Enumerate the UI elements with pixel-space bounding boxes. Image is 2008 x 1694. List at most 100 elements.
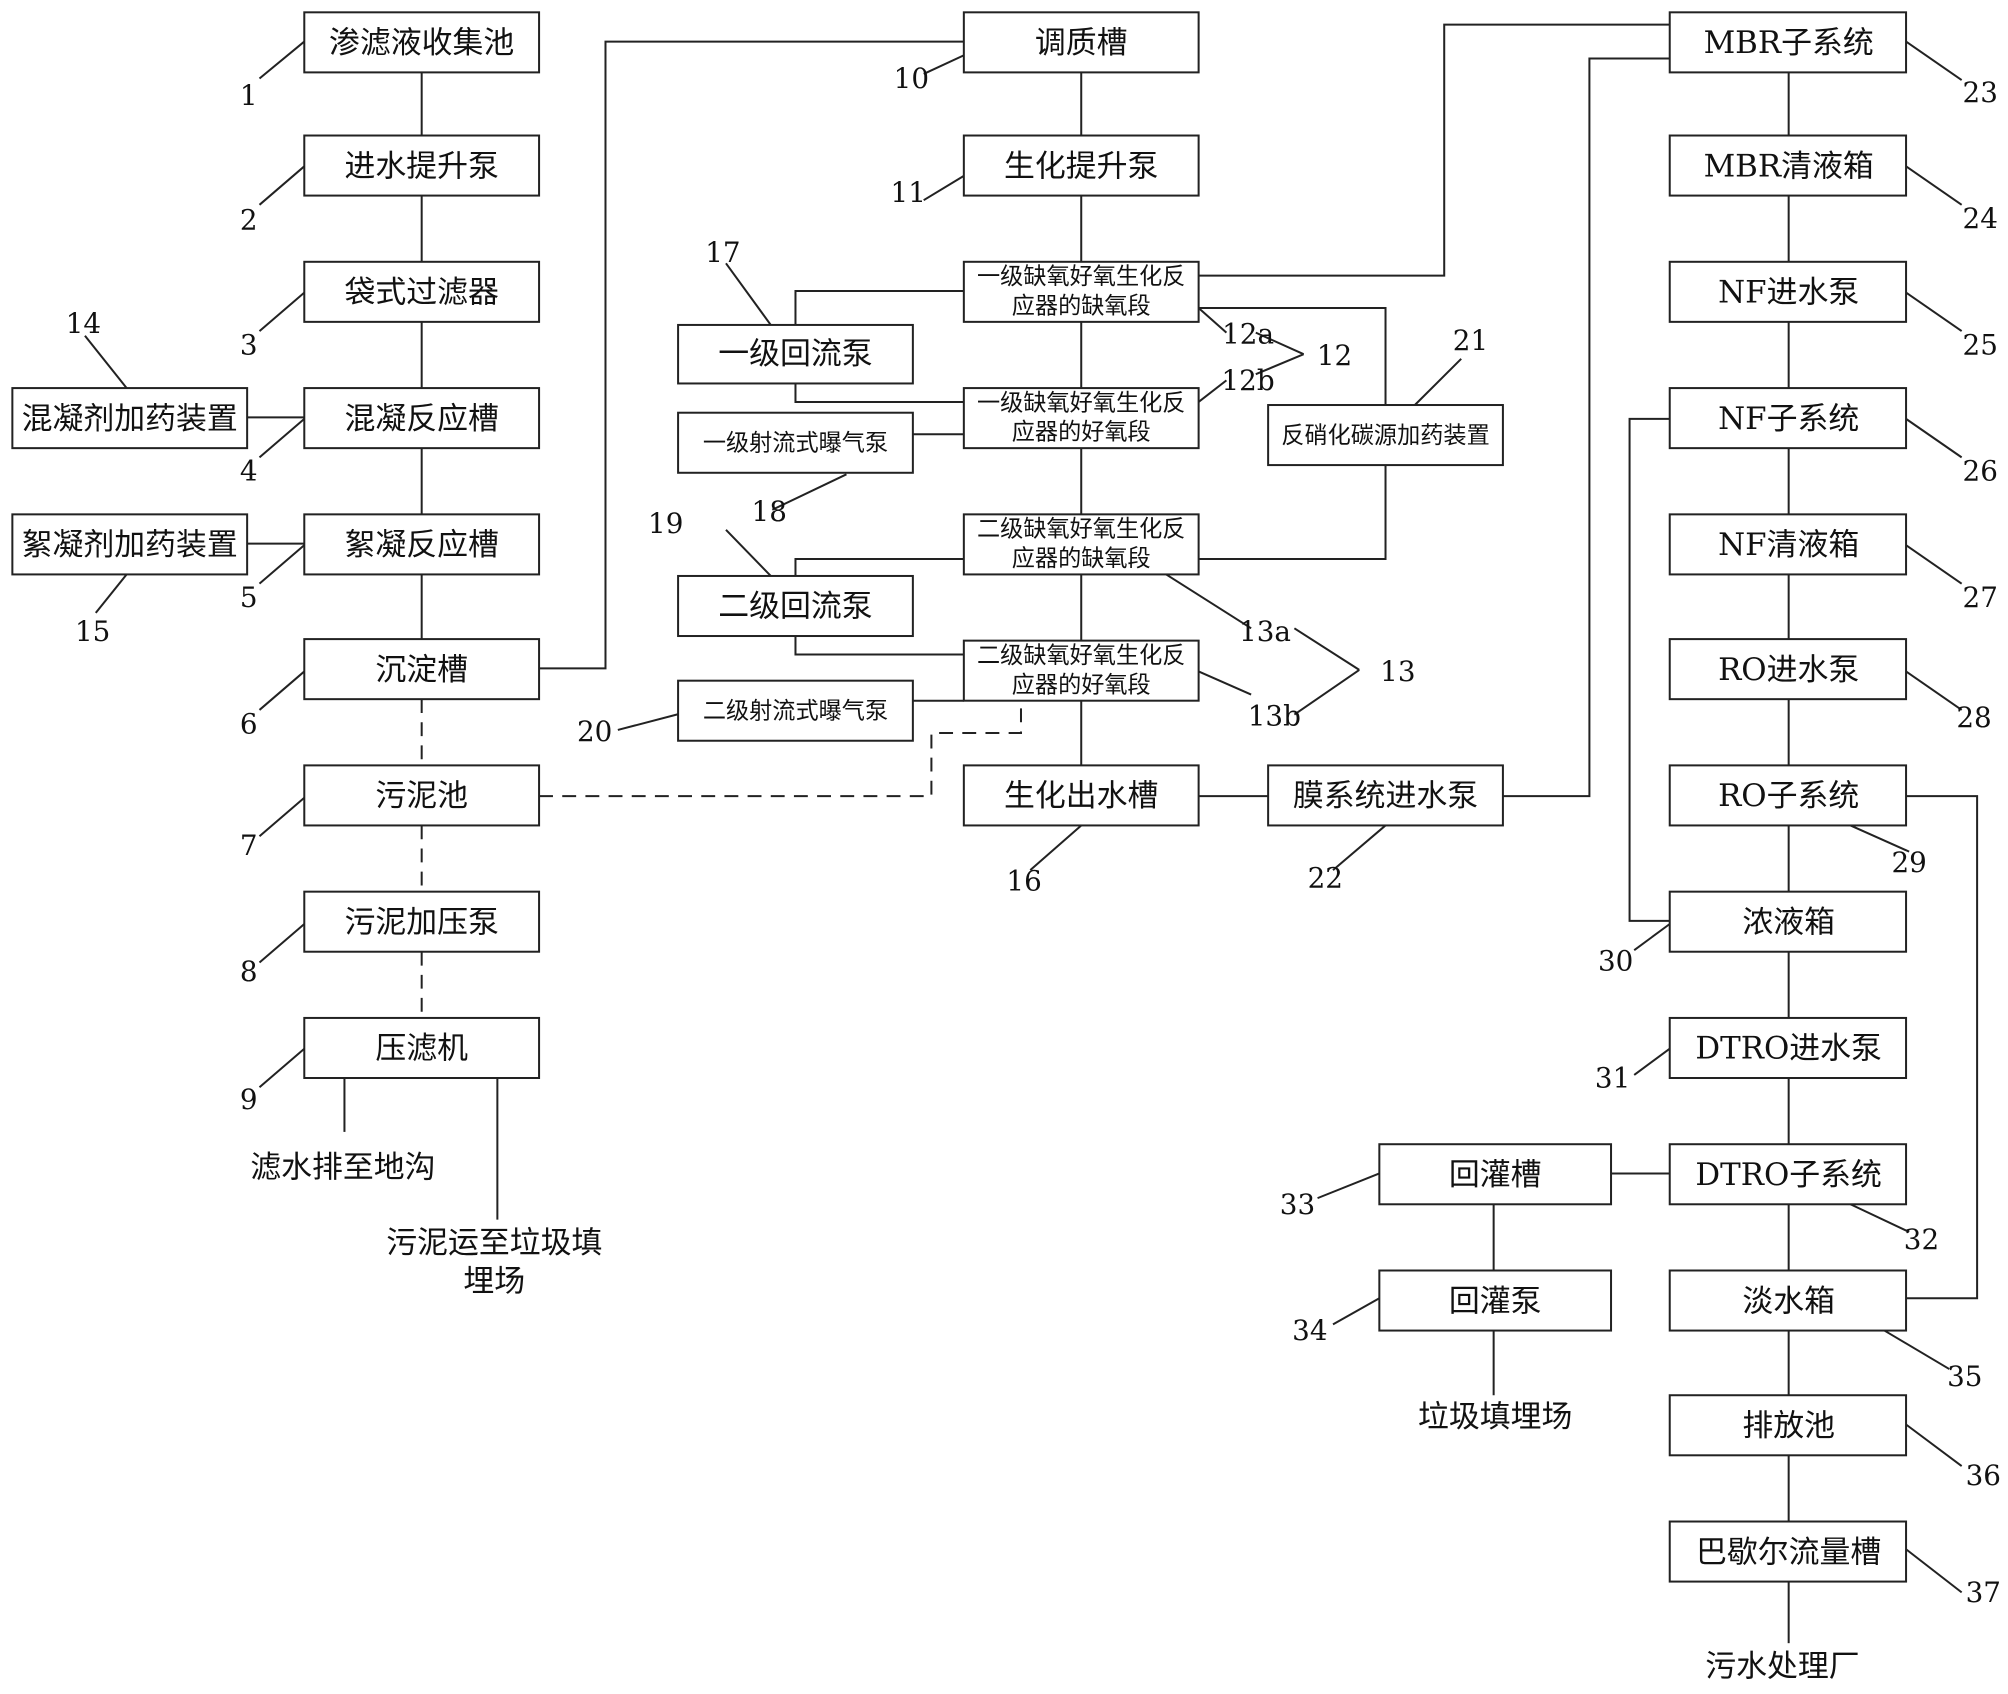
box-coagulation-tank: 混凝反应槽 bbox=[303, 387, 541, 450]
ref-30: 30 bbox=[1598, 944, 1633, 977]
label: 二级射流式曝气泵 bbox=[703, 698, 888, 724]
box-stage1-return-pump: 一级回流泵 bbox=[677, 323, 914, 385]
label: 进水提升泵 bbox=[344, 148, 498, 184]
box-stage2-return-pump: 二级回流泵 bbox=[677, 574, 914, 638]
box-concentrate-tank: 浓液箱 bbox=[1668, 890, 1908, 953]
ref-13: 13 bbox=[1380, 655, 1415, 688]
label: 淡水箱 bbox=[1742, 1283, 1835, 1319]
label: 压滤机 bbox=[375, 1031, 468, 1067]
ref-5: 5 bbox=[240, 581, 258, 614]
box-conditioning-tank: 调质槽 bbox=[962, 11, 1200, 74]
box-leachate-collection-pool: 渗滤液收集池 bbox=[303, 11, 541, 74]
ref-25: 25 bbox=[1963, 328, 1998, 361]
box-coagulant-dosing-device: 混凝剂加药装置 bbox=[11, 387, 249, 450]
ref-1: 1 bbox=[240, 79, 258, 112]
label-line-1: 一级缺氧好氧生化反 bbox=[977, 390, 1185, 416]
box-stage1-anoxic-section: 一级缺氧好氧生化反 应器的缺氧段 bbox=[962, 260, 1200, 323]
box-inlet-lift-pump: 进水提升泵 bbox=[303, 134, 541, 197]
label: 沉淀槽 bbox=[375, 652, 468, 688]
ref-13b: 13b bbox=[1248, 700, 1301, 733]
box-dtro-subsystem: DTRO子系统 bbox=[1668, 1143, 1908, 1206]
ref-3: 3 bbox=[240, 328, 258, 361]
box-mbr-subsystem: MBR子系统 bbox=[1668, 11, 1908, 74]
ref-24: 24 bbox=[1963, 202, 1998, 235]
box-nf-inlet-pump: NF进水泵 bbox=[1668, 260, 1908, 323]
box-biochemical-lift-pump: 生化提升泵 bbox=[962, 134, 1200, 197]
label: DTRO子系统 bbox=[1695, 1157, 1882, 1193]
ref-12b: 12b bbox=[1221, 364, 1274, 397]
label: 膜系统进水泵 bbox=[1293, 778, 1478, 814]
ref-14: 14 bbox=[66, 307, 101, 340]
box-recharge-tank: 回灌槽 bbox=[1378, 1143, 1613, 1206]
ref-37: 37 bbox=[1966, 1576, 2001, 1609]
label-line-2: 应器的好氧段 bbox=[1012, 672, 1151, 698]
box-flocculant-dosing-device: 絮凝剂加药装置 bbox=[11, 513, 249, 576]
label-line-1: 二级缺氧好氧生化反 bbox=[977, 517, 1185, 543]
label: MBR子系统 bbox=[1704, 25, 1874, 61]
label: 生化出水槽 bbox=[1004, 778, 1158, 814]
label: 反硝化碳源加药装置 bbox=[1281, 423, 1489, 449]
box-nf-subsystem: NF子系统 bbox=[1668, 387, 1908, 450]
label: 回灌泵 bbox=[1449, 1283, 1542, 1319]
label: 排放池 bbox=[1742, 1408, 1835, 1444]
sewage-plant-label: 污水处理厂 bbox=[1705, 1648, 1859, 1684]
label: 调质槽 bbox=[1035, 25, 1128, 61]
connector-lines bbox=[247, 23, 1979, 1644]
label: 浓液箱 bbox=[1742, 904, 1835, 940]
label: 回灌槽 bbox=[1449, 1157, 1542, 1193]
box-flocculation-tank: 絮凝反应槽 bbox=[303, 513, 541, 576]
label: NF进水泵 bbox=[1718, 275, 1859, 311]
ref-12a: 12a bbox=[1222, 318, 1274, 351]
reference-numerals: 1 2 3 4 5 6 7 8 9 10 11 12a 12b 12 13a 1… bbox=[66, 62, 2001, 1609]
ref-22: 22 bbox=[1308, 861, 1343, 894]
ref-33: 33 bbox=[1280, 1188, 1315, 1221]
ref-10: 10 bbox=[894, 62, 929, 95]
label: 絮凝反应槽 bbox=[344, 527, 498, 563]
label: 生化提升泵 bbox=[1004, 148, 1158, 184]
leader-lines bbox=[84, 40, 1963, 1594]
ref-6: 6 bbox=[240, 707, 258, 740]
ref-18: 18 bbox=[752, 495, 787, 528]
ref-8: 8 bbox=[240, 955, 258, 988]
ref-23: 23 bbox=[1963, 76, 1998, 109]
label: 一级回流泵 bbox=[718, 336, 872, 372]
box-stage2-aerobic-section: 二级缺氧好氧生化反 应器的好氧段 bbox=[962, 639, 1200, 702]
label: NF子系统 bbox=[1718, 401, 1859, 437]
ref-17: 17 bbox=[705, 236, 740, 269]
ref-27: 27 bbox=[1963, 581, 1998, 614]
box-biochemical-outlet-tank: 生化出水槽 bbox=[962, 764, 1200, 827]
box-parshall-flume: 巴歇尔流量槽 bbox=[1668, 1520, 1908, 1583]
box-stage1-aerobic-section: 一级缺氧好氧生化反 应器的好氧段 bbox=[962, 387, 1200, 450]
box-discharge-pool: 排放池 bbox=[1668, 1394, 1908, 1457]
ref-26: 26 bbox=[1963, 455, 1998, 488]
ref-31: 31 bbox=[1595, 1062, 1630, 1095]
box-fresh-water-tank: 淡水箱 bbox=[1668, 1269, 1908, 1332]
label: NF清液箱 bbox=[1718, 527, 1859, 563]
box-recharge-pump: 回灌泵 bbox=[1378, 1269, 1613, 1332]
ref-36: 36 bbox=[1966, 1459, 2001, 1492]
ref-20: 20 bbox=[577, 715, 612, 748]
label: MBR清液箱 bbox=[1704, 148, 1874, 184]
ref-12: 12 bbox=[1317, 339, 1352, 372]
box-ro-subsystem: RO子系统 bbox=[1668, 764, 1908, 827]
box-membrane-inlet-pump: 膜系统进水泵 bbox=[1267, 764, 1504, 827]
label-line-2: 应器的好氧段 bbox=[1012, 420, 1151, 446]
ref-21: 21 bbox=[1453, 324, 1488, 357]
ref-19: 19 bbox=[648, 507, 683, 540]
box-ro-inlet-pump: RO进水泵 bbox=[1668, 638, 1908, 701]
label: RO进水泵 bbox=[1718, 652, 1859, 688]
box-filter-press: 压滤机 bbox=[303, 1016, 541, 1080]
label: 污泥池 bbox=[375, 778, 468, 814]
ref-34: 34 bbox=[1292, 1314, 1327, 1347]
ref-29: 29 bbox=[1891, 846, 1926, 879]
box-stage2-jet-aeration-pump: 二级射流式曝气泵 bbox=[677, 679, 914, 742]
box-denitrification-carbon-dosing-device: 反硝化碳源加药装置 bbox=[1267, 404, 1504, 467]
label: 二级回流泵 bbox=[718, 589, 872, 625]
ref-11: 11 bbox=[891, 176, 926, 209]
ref-2: 2 bbox=[240, 204, 258, 237]
label: DTRO进水泵 bbox=[1695, 1031, 1882, 1067]
label-line-1: 二级缺氧好氧生化反 bbox=[977, 643, 1185, 669]
ref-13a: 13a bbox=[1239, 615, 1291, 648]
ref-16: 16 bbox=[1006, 864, 1041, 897]
